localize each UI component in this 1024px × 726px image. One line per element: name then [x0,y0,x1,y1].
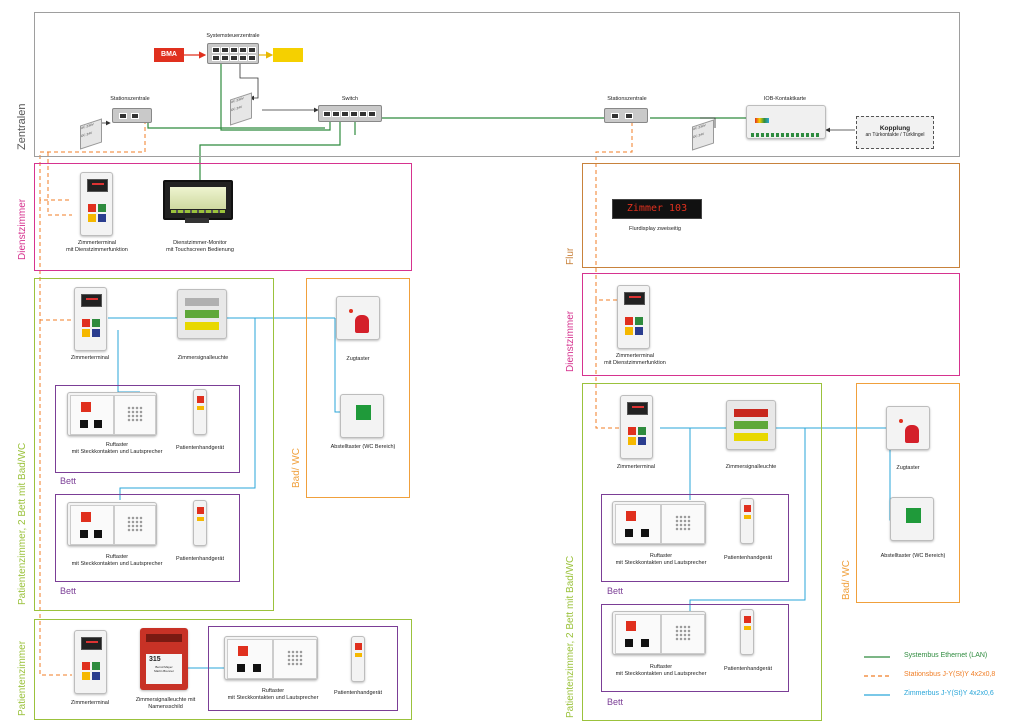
label-ruftaster-left-2: Ruftaster mit Steckkontakten und Lautspr… [71,554,163,567]
ruftaster-right-2 [612,611,706,655]
kopplung-box: Kopplung an Türkontakte / Türklingel [856,116,934,149]
label-handgeraet-single: Patientenhandgerät [333,690,382,696]
output-yellow-box [273,48,303,62]
label-zimmerterminal-dz-left: Zimmerterminal mit Dienstzimmerfunktion [66,240,128,253]
zone-label-patient-left: Patientenzimmer, 2 Bett mit Bad/WC [17,442,28,605]
handgeraet-right-1 [740,498,754,544]
zimmerterminal-left [74,287,107,351]
flurdisplay-text: Zimmer 103 [626,203,688,214]
zone-flur [582,163,960,268]
handgeraet-left-2 [193,500,207,546]
legend-systembus: Systembus Ethernet (LAN) [904,652,988,659]
label-zugtaster-right: Zugtaster [896,465,920,471]
ruftaster-left-1 [67,392,157,436]
bed-label-right-1: Bett [607,586,624,596]
flurdisplay: Zimmer 103 [612,199,702,219]
label-zugtaster-left: Zugtaster [346,356,370,362]
handgeraet-right-2 [740,609,754,655]
bed-box-right-2 [601,604,789,692]
zone-label-bad-left: Bad/ WC [291,447,302,488]
dz-monitor [163,180,233,230]
zimmerterminal-dz-left [80,172,113,236]
label-stationszentrale-left: Stationszentrale [110,96,150,102]
handgeraet-single [351,636,365,682]
zimmerterminal-right [620,395,653,459]
ruftaster-right-1 [612,501,706,545]
bed-label-left-1: Bett [60,476,77,486]
zone-dienstzimmer-right [582,273,960,376]
handgeraet-left-1 [193,389,207,435]
label-zimmersignalleuchte-left: Zimmersignalleuchte [177,355,229,361]
zone-patient-right [582,383,822,721]
zone-label-dienstzimmer-left: Dienstzimmer [17,198,28,260]
label-flurdisplay: Flurdisplay zweiseitig [629,226,681,232]
bed-label-left-2: Bett [60,586,77,596]
zone-bad-right [856,383,960,603]
zone-patient-left [34,278,274,611]
iob-kontaktkarte [746,105,826,139]
ruftaster-left-2 [67,502,157,546]
label-switch: Switch [341,96,359,102]
legend-zimmerbus: Zimmerbus J-Y(St)Y 4x2x0,6 [904,690,994,697]
label-zimmerterminal-left: Zimmerterminal [70,355,110,361]
bma-box: BMA [154,48,184,62]
systemsteuerzentrale [207,43,259,64]
bed-label-right-2: Bett [607,697,624,707]
label-handgeraet-right-1: Patientenhandgerät [723,555,772,561]
zone-label-zentralen: Zentralen [16,103,28,150]
label-abstelltaster-left: Abstelltaster (WC Bereich) [330,444,396,450]
ruftaster-single [224,636,318,680]
bed-box-left-1 [55,385,240,473]
kopplung-sub: an Türkontakte / Türklingel [865,132,925,138]
bed-box-left-2 [55,494,240,582]
zone-dienstzimmer-left [34,163,412,271]
nameplate-names: Bernd Mayer Martin Brenner [154,665,174,673]
zimmersignalleuchte-left [177,289,227,339]
label-zimmerterminal-dz-right: Zimmerterminal mit Dienstzimmerfunktion [604,353,666,366]
zone-label-flur: Flur [565,247,576,265]
abstelltaster-left [340,394,384,438]
switch [318,105,382,122]
zone-label-patient-single: Patientenzimmer [17,640,28,716]
label-ruftaster-left-1: Ruftaster mit Steckkontakten und Lautspr… [71,442,163,455]
label-handgeraet-right-2: Patientenhandgerät [723,666,772,672]
label-zimmerterminal-right: Zimmerterminal [616,464,656,470]
bed-box-right-1 [601,494,789,582]
zone-label-patient-right: Patientenzimmer, 2 Bett mit Bad/WC [565,555,576,718]
zone-patient-single [34,619,412,720]
bed-box-single [208,626,398,711]
zone-zentralen [34,12,960,157]
stationszentrale-left [112,108,152,123]
label-zimmerterminal-single: Zimmerterminal [70,700,110,706]
zimmerterminal-single [74,630,107,694]
stationszentrale-right [604,108,648,123]
label-stationszentrale-right: Stationszentrale [607,96,647,102]
label-handgeraet-left-2: Patientenhandgerät [175,556,224,562]
zone-bad-left [306,278,410,498]
zone-label-dienstzimmer-right: Dienstzimmer [565,310,576,372]
zone-label-bad-right: Bad/ WC [841,559,852,600]
label-ruftaster-single: Ruftaster mit Steckkontakten und Lautspr… [227,688,319,701]
label-zimmersignalleuchte-right: Zimmersignalleuchte [725,464,777,470]
nameplate-number: 315 [149,656,161,663]
zugtaster-right [886,406,930,450]
label-dz-monitor: Dienstzimmer-Monitor mit Touchscreen Bed… [166,240,234,253]
label-abstelltaster-right: Abstelltaster (WC Bereich) [880,553,946,559]
signal-namensschild: 315 Bernd Mayer Martin Brenner [140,628,188,690]
abstelltaster-right [890,497,934,541]
legend-stationsbus: Stationsbus J-Y(St)Y 4x2x0,8 [904,671,996,678]
stationsbus-lines [39,120,633,676]
label-handgeraet-left-1: Patientenhandgerät [175,445,224,451]
label-ruftaster-right-2: Ruftaster mit Steckkontakten und Lautspr… [615,664,707,677]
label-systemsteuerzentrale: Systemsteuerzentrale [206,33,260,39]
zimmersignalleuchte-right [726,400,776,450]
kopplung-title: Kopplung [879,125,911,132]
label-ruftaster-right-1: Ruftaster mit Steckkontakten und Lautspr… [615,553,707,566]
zimmerterminal-dz-right [617,285,650,349]
label-signal-namensschild: Zimmersignalleuchte mit Namensschild [135,697,196,710]
label-iob: IOB-Kontaktkarte [763,96,807,102]
zugtaster-left [336,296,380,340]
